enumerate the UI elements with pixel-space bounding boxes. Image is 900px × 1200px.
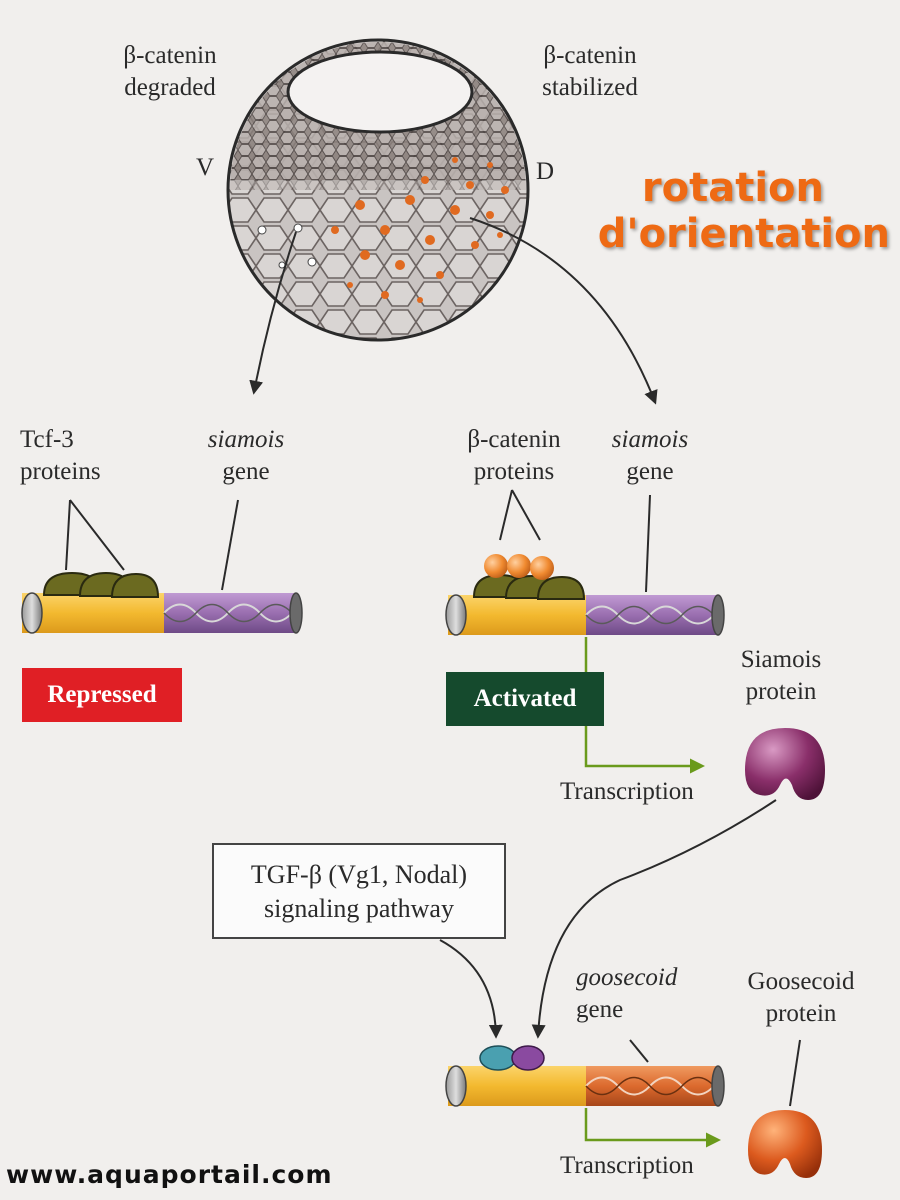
stabilized-label: β-catenin stabilized — [520, 40, 660, 104]
arrow-tgf-to-goosecoid — [439, 939, 503, 1039]
tgf-beta-box: TGF-β (Vg1, Nodal) signaling pathway — [212, 843, 506, 939]
siamois-gene-label-right-italic: siamois — [611, 426, 689, 453]
tcf3-label: Tcf-3 proteins — [20, 426, 101, 485]
arrow-dorsal-to-activated — [469, 217, 658, 405]
activated-badge-text: Activated — [473, 685, 577, 712]
goosecoid-gene-label: goosecoid gene — [576, 962, 677, 1026]
siamois-gene-pointer-right — [645, 494, 651, 593]
goosecoid-gene-pointer — [629, 1039, 649, 1063]
arrow-siamois-to-goosecoid — [531, 799, 777, 1039]
goosecoid-protein-pointer — [789, 1039, 801, 1107]
repressed-badge: Repressed — [22, 668, 182, 722]
siamois-protein — [745, 728, 825, 800]
goosecoid-gene-label-rest: gene — [576, 996, 624, 1023]
siamois-gene-label-right-rest: gene — [626, 458, 674, 485]
beta-catenin-proteins — [484, 554, 554, 580]
arrow-ventral-to-repressed — [249, 231, 297, 395]
goosecoid-gene-label-italic: goosecoid — [576, 964, 678, 991]
goosecoid-protein-label: Goosecoid protein — [747, 968, 855, 1027]
overlay-line-2: d'orientation — [597, 211, 890, 257]
degraded-label: β-catenin degraded — [100, 40, 240, 104]
siamois-dna-activated — [445, 594, 725, 636]
siamois-gene-label-left: siamois gene — [196, 424, 296, 488]
stabilized-beta-catenin-nuclei — [331, 157, 509, 303]
tcf3-proteins — [42, 571, 160, 598]
transcription-label-goosecoid: Transcription — [560, 1152, 694, 1179]
siamois-gene-label-right: siamois gene — [600, 424, 700, 488]
activated-badge: Activated — [446, 672, 604, 726]
beta-catenin-pointer — [499, 489, 541, 541]
goosecoid-dna — [445, 1065, 725, 1107]
goosecoid-activator-complex — [479, 1045, 545, 1071]
embryo — [226, 38, 530, 342]
overlay-line-1: rotation — [641, 165, 824, 211]
repressed-badge-text: Repressed — [47, 681, 157, 708]
degraded-label-text: β-catenin degraded — [123, 42, 217, 101]
degraded-nuclei — [257, 223, 317, 269]
goosecoid-protein — [748, 1110, 822, 1178]
tcf3-proteins-bound — [472, 573, 586, 600]
siamois-gene-label-left-rest: gene — [222, 458, 270, 485]
siamois-protein-label: Siamois protein — [740, 646, 822, 705]
siamois-gene-pointer-left — [221, 499, 239, 591]
siamois-dna-repressed — [21, 592, 303, 634]
tcf3-pointer — [65, 499, 125, 571]
siamois-gene-label-left-italic: siamois — [207, 426, 285, 453]
site-watermark: www.aquaportail.com — [6, 1160, 333, 1189]
stabilized-label-text: β-catenin stabilized — [542, 42, 638, 101]
transcription-arrow-goosecoid — [584, 1108, 721, 1148]
beta-catenin-label: β-catenin proteins — [467, 426, 561, 485]
transcription-label-siamois: Transcription — [560, 778, 694, 805]
dorsal-label: D — [536, 158, 555, 185]
ventral-label: V — [196, 154, 215, 181]
tgf-beta-box-text: TGF-β (Vg1, Nodal) signaling pathway — [250, 860, 468, 923]
